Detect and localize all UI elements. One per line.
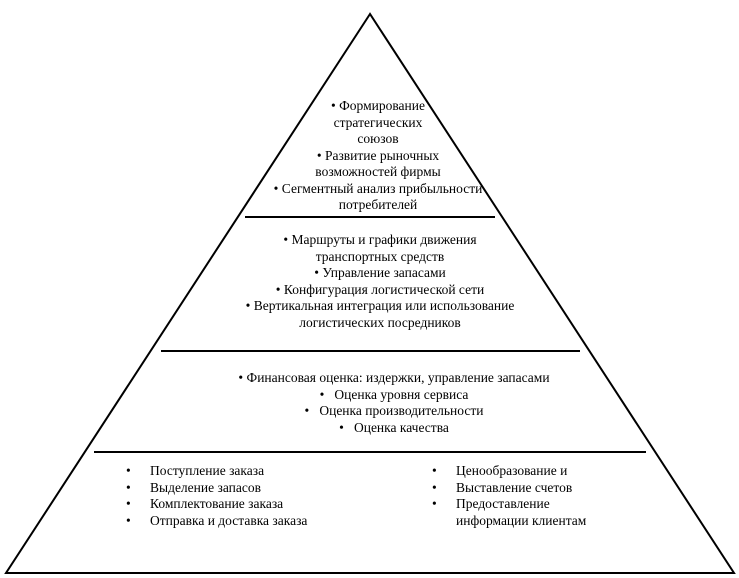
level-top-item-cont: потребителей — [338, 197, 418, 212]
level-base-right-list: •Ценообразование и •Выставление счетов •… — [432, 463, 586, 529]
level-base-left-item: •Отправка и доставка заказа — [126, 512, 308, 528]
level-base-right-item: •Ценообразование и — [432, 463, 568, 478]
level-top-item: • Развитие рыночных — [316, 147, 440, 163]
level-third-item: • Оценка качества — [339, 419, 449, 435]
level-third-text: • Финансовая оценка: издержки, управлени… — [238, 370, 549, 436]
level-top-item-cont: союзов — [357, 131, 399, 146]
pyramid-outline — [4, 12, 736, 574]
level-top-text: • Формирование стратегических союзов • Р… — [274, 98, 483, 214]
level-base-right-item: информации клиентам — [456, 512, 587, 528]
level-top-item-cont: возможностей фирмы — [315, 164, 441, 179]
level-third-item: • Оценка уровня сервиса — [319, 386, 469, 402]
level-second-item: • Конфигурация логистической сети — [275, 281, 485, 297]
level-base-left-item: •Выделение запасов — [126, 479, 261, 495]
level-second-item-cont: логистических посредников — [299, 314, 461, 330]
level-third-item: • Оценка производительности — [304, 403, 484, 418]
level-base-left-item: •Комплектование заказа — [126, 496, 284, 511]
level-second-item: • Маршруты и графики движения — [283, 232, 477, 247]
level-second-item: • Управление запасами — [314, 265, 446, 280]
level-base-right-item: •Предоставление — [432, 496, 550, 511]
level-base-right-item: •Выставление счетов — [432, 479, 573, 495]
level-second-text: • Маршруты и графики движения транспортн… — [246, 232, 515, 331]
level-base-left-list: •Поступление заказа •Выделение запасов •… — [126, 463, 307, 529]
level-second-item-cont: транспортных средств — [315, 248, 445, 264]
level-base-left-item: •Поступление заказа — [126, 463, 265, 478]
level-third-item: • Финансовая оценка: издержки, управлени… — [238, 370, 550, 385]
level-top-item: • Сегментный анализ прибыльности — [273, 180, 483, 196]
level-second-item: • Вертикальная интеграция или использова… — [245, 298, 515, 313]
level-top-item: • Формирование — [331, 98, 425, 113]
level-top-item-cont: стратегических — [333, 114, 423, 130]
